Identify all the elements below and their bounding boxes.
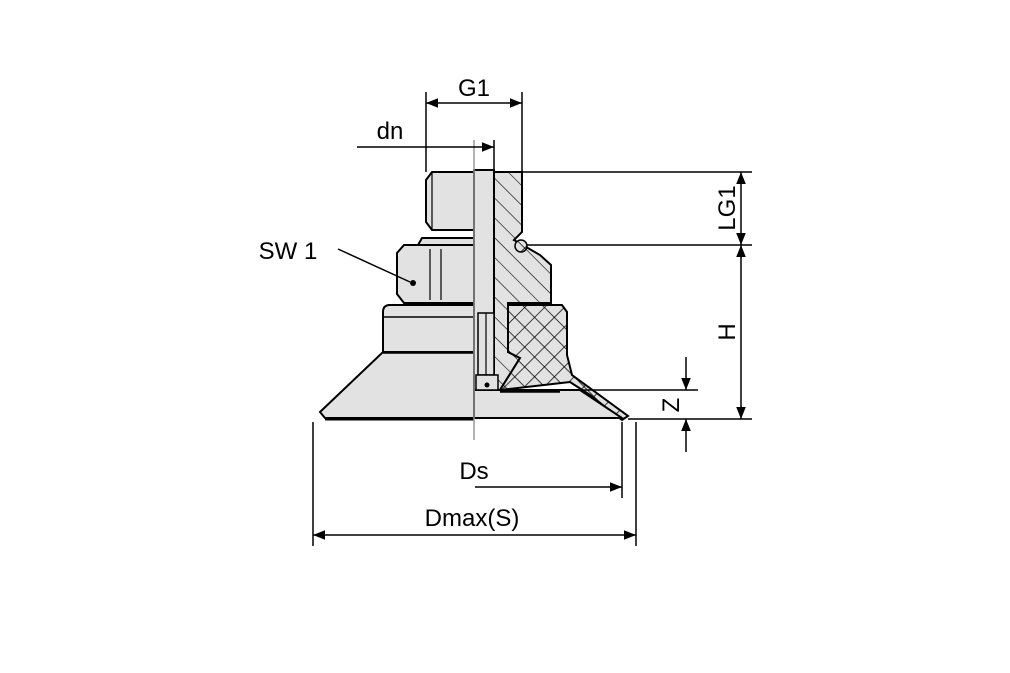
dimension-sw1: SW 1 (259, 238, 411, 283)
label-sw1: SW 1 (259, 238, 318, 265)
label-ds: Ds (459, 458, 488, 485)
label-dmax: Dmax(S) (425, 505, 520, 532)
label-dn: dn (377, 118, 404, 145)
sw1-marker (410, 280, 416, 286)
o-ring (514, 239, 528, 253)
part-section-view (473, 169, 630, 422)
label-h: H (714, 323, 741, 340)
label-g1: G1 (458, 75, 490, 102)
dimension-lg1: LG1 (714, 172, 746, 245)
part-exterior-view (318, 171, 475, 421)
dimension-z: Z (658, 357, 691, 452)
dimension-h: H (714, 245, 746, 419)
label-lg1: LG1 (714, 185, 741, 230)
label-z: Z (658, 398, 685, 413)
dimension-ds: Ds (459, 458, 622, 492)
dimension-dmax: Dmax(S) (313, 505, 636, 540)
dimension-dn: dn (357, 118, 495, 172)
dimension-g1: G1 (426, 75, 522, 108)
